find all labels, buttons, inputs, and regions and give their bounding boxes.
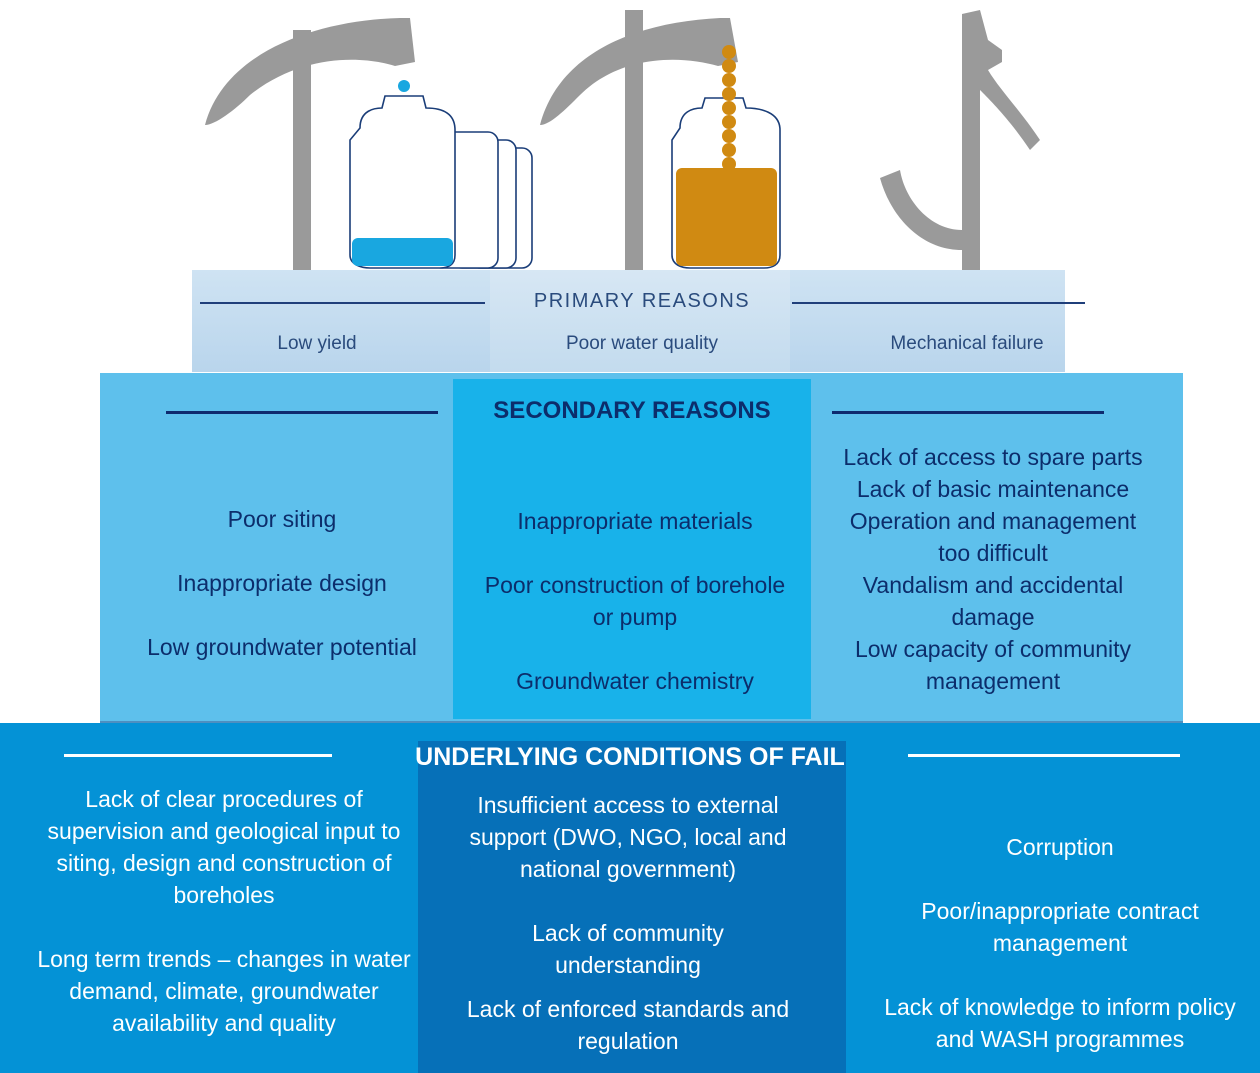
underlying-right-item: Lack of knowledge to inform policy and W…: [884, 994, 1236, 1052]
pump-poor-quality-icon: [540, 10, 781, 285]
secondary-middle-item: Groundwater chemistry: [516, 668, 754, 694]
underlying-middle-item: Lack of community understanding: [532, 920, 724, 978]
secondary-divider-left: [166, 411, 438, 414]
underlying-left-item: Lack of clear procedures of supervision …: [47, 786, 401, 908]
underlying-conditions-title: UNDERLYING CONDITIONS OF FAIL: [415, 743, 845, 771]
secondary-middle-item: Inappropriate materials: [517, 508, 753, 534]
pumps-illustration: [205, 10, 1040, 285]
underlying-middle-item: Insufficient access to external support …: [469, 792, 787, 882]
secondary-middle-item: Poor construction of borehole or pump: [484, 572, 786, 630]
underlying-left-list: Lack of clear procedures of supervision …: [26, 783, 422, 1039]
primary-reasons-title: PRIMARY REASONS: [533, 290, 751, 312]
secondary-right-item: Operation and management too difficult: [849, 508, 1137, 566]
primary-label-water-quality: Poor water quality: [565, 333, 719, 354]
underlying-conditions-band: UNDERLYING CONDITIONS OF FAIL Lack of cl…: [0, 723, 1260, 1073]
secondary-left-item: Inappropriate design: [177, 570, 387, 596]
underlying-right-list: Corruption Poor/inappropriate contract m…: [868, 831, 1252, 1055]
secondary-right-list: Lack of access to spare parts Lack of ba…: [815, 441, 1171, 697]
secondary-left-item: Poor siting: [227, 506, 337, 532]
secondary-reasons-band: SECONDARY REASONS Poor siting Inappropri…: [100, 373, 1183, 723]
secondary-right-item: Lack of basic maintenance: [856, 476, 1130, 502]
underlying-divider-right: [908, 754, 1180, 757]
primary-label-low-yield: Low yield: [277, 333, 357, 354]
pump-broken-icon: [880, 10, 1040, 285]
primary-divider-right: [792, 302, 1085, 304]
primary-label-mechanical-failure: Mechanical failure: [890, 333, 1044, 354]
underlying-middle-panel: [418, 741, 846, 1073]
secondary-right-item: Low capacity of community management: [854, 636, 1132, 694]
underlying-right-item: Poor/inappropriate contract management: [921, 898, 1199, 956]
secondary-divider-right: [832, 411, 1104, 414]
underlying-middle-list: Insufficient access to external support …: [436, 789, 820, 1057]
underlying-divider-left: [64, 754, 332, 757]
underlying-middle-item: Lack of enforced standards and regulatio…: [466, 996, 790, 1054]
primary-reasons-band: PRIMARY REASONS Low yield Poor water qua…: [192, 270, 1085, 372]
secondary-middle-panel: [453, 379, 811, 719]
underlying-right-item: Corruption: [1006, 834, 1114, 860]
secondary-reasons-title: SECONDARY REASONS: [493, 397, 771, 424]
underlying-left-item: Long term trends – changes in water dema…: [37, 946, 411, 1036]
secondary-left-list: Poor siting Inappropriate design Low gro…: [120, 503, 444, 663]
pump-low-yield-icon: [205, 18, 533, 285]
secondary-left-item: Low groundwater potential: [147, 634, 417, 660]
secondary-right-item: Lack of access to spare parts: [843, 444, 1143, 470]
primary-divider-left: [200, 302, 485, 304]
secondary-middle-list: Inappropriate materials Poor constructio…: [480, 505, 790, 697]
secondary-right-item: Vandalism and accidental damage: [862, 572, 1124, 630]
primary-middle-panel: [490, 270, 790, 372]
